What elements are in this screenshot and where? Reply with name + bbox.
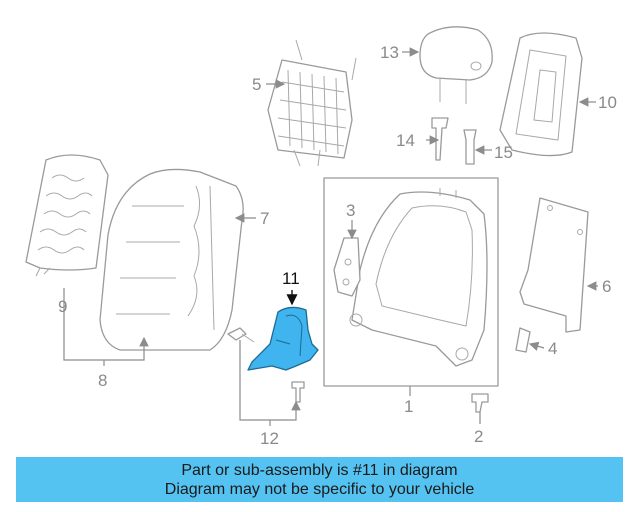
callout-10: 10 <box>598 93 617 112</box>
banner-line-2: Diagram may not be specific to your vehi… <box>164 481 475 498</box>
parts-diagram: 1 2 3 4 5 6 7 8 9 10 11 12 13 14 15 <box>25 26 617 448</box>
part-10-rear-panel[interactable] <box>499 32 583 157</box>
callout-5: 5 <box>252 75 261 94</box>
callout-12: 12 <box>260 429 279 448</box>
callout-11: 11 <box>282 269 300 288</box>
part-6-side-bracket[interactable] <box>519 197 589 333</box>
part-11-side-shield[interactable] <box>247 306 319 371</box>
callout-2: 2 <box>474 427 483 446</box>
part-3-recliner-hinge[interactable] <box>333 237 361 297</box>
part-1-seat-back-frame[interactable] <box>349 188 488 367</box>
callout-15: 15 <box>494 143 513 162</box>
callout-1: 1 <box>404 397 413 416</box>
part-4-clip[interactable] <box>515 327 531 353</box>
callout-14: 14 <box>396 131 415 150</box>
callout-13: 13 <box>380 43 399 62</box>
part-5-seat-back-frame[interactable] <box>267 39 357 167</box>
part-13-headrest[interactable] <box>419 26 493 104</box>
part-14-headrest-guide[interactable] <box>431 117 449 161</box>
callout-labels: 1 2 3 4 5 6 7 8 9 10 11 12 13 14 15 <box>58 43 617 448</box>
part-15-headrest-guide[interactable] <box>463 129 477 165</box>
callout-7: 7 <box>260 209 269 228</box>
info-banner: Part or sub-assembly is #11 in diagram D… <box>16 457 623 502</box>
callout-9: 9 <box>58 297 67 316</box>
part-8-seat-back-cover[interactable] <box>99 168 244 351</box>
callout-4: 4 <box>548 339 557 358</box>
leader-lines <box>63 47 598 426</box>
callout-3: 3 <box>346 201 355 220</box>
part-9-seat-heater-pad[interactable] <box>25 154 109 277</box>
callout-8: 8 <box>98 371 107 390</box>
part-2-bolt[interactable] <box>471 393 489 413</box>
banner-line-1: Part or sub-assembly is #11 in diagram <box>181 462 458 479</box>
callout-6: 6 <box>602 277 611 296</box>
